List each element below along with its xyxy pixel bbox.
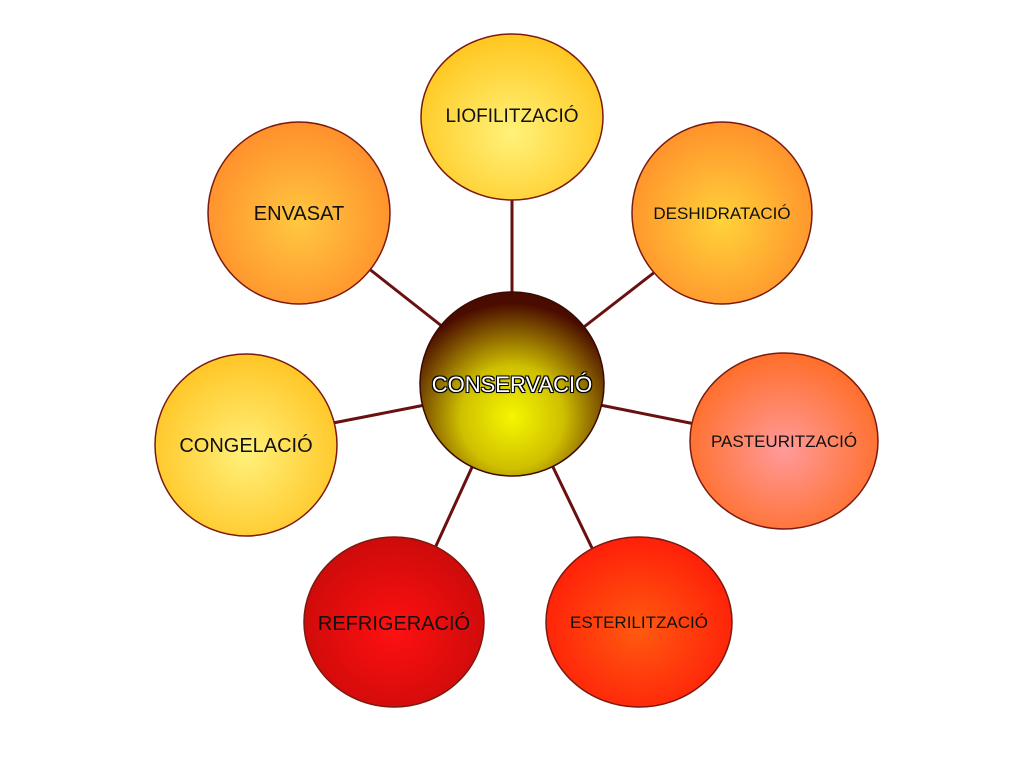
node-envasat [207,121,391,305]
hub-circle [419,291,605,477]
node-congelacio [154,353,338,537]
node-esterilitzacio [545,536,733,708]
node-refrigeracio [303,536,485,708]
connector-pasteuritzacio [599,403,696,426]
node-liofilitzacio [420,33,604,201]
connector-envasat [367,266,444,329]
connector-congelacio [332,403,426,425]
connectors [332,195,696,549]
node-pasteuritzacio [689,352,879,530]
connector-esterilitzacio [550,464,594,549]
connector-deshidratacio [579,266,661,332]
node-deshidratacio [631,121,813,305]
connector-refrigeracio [433,464,475,549]
